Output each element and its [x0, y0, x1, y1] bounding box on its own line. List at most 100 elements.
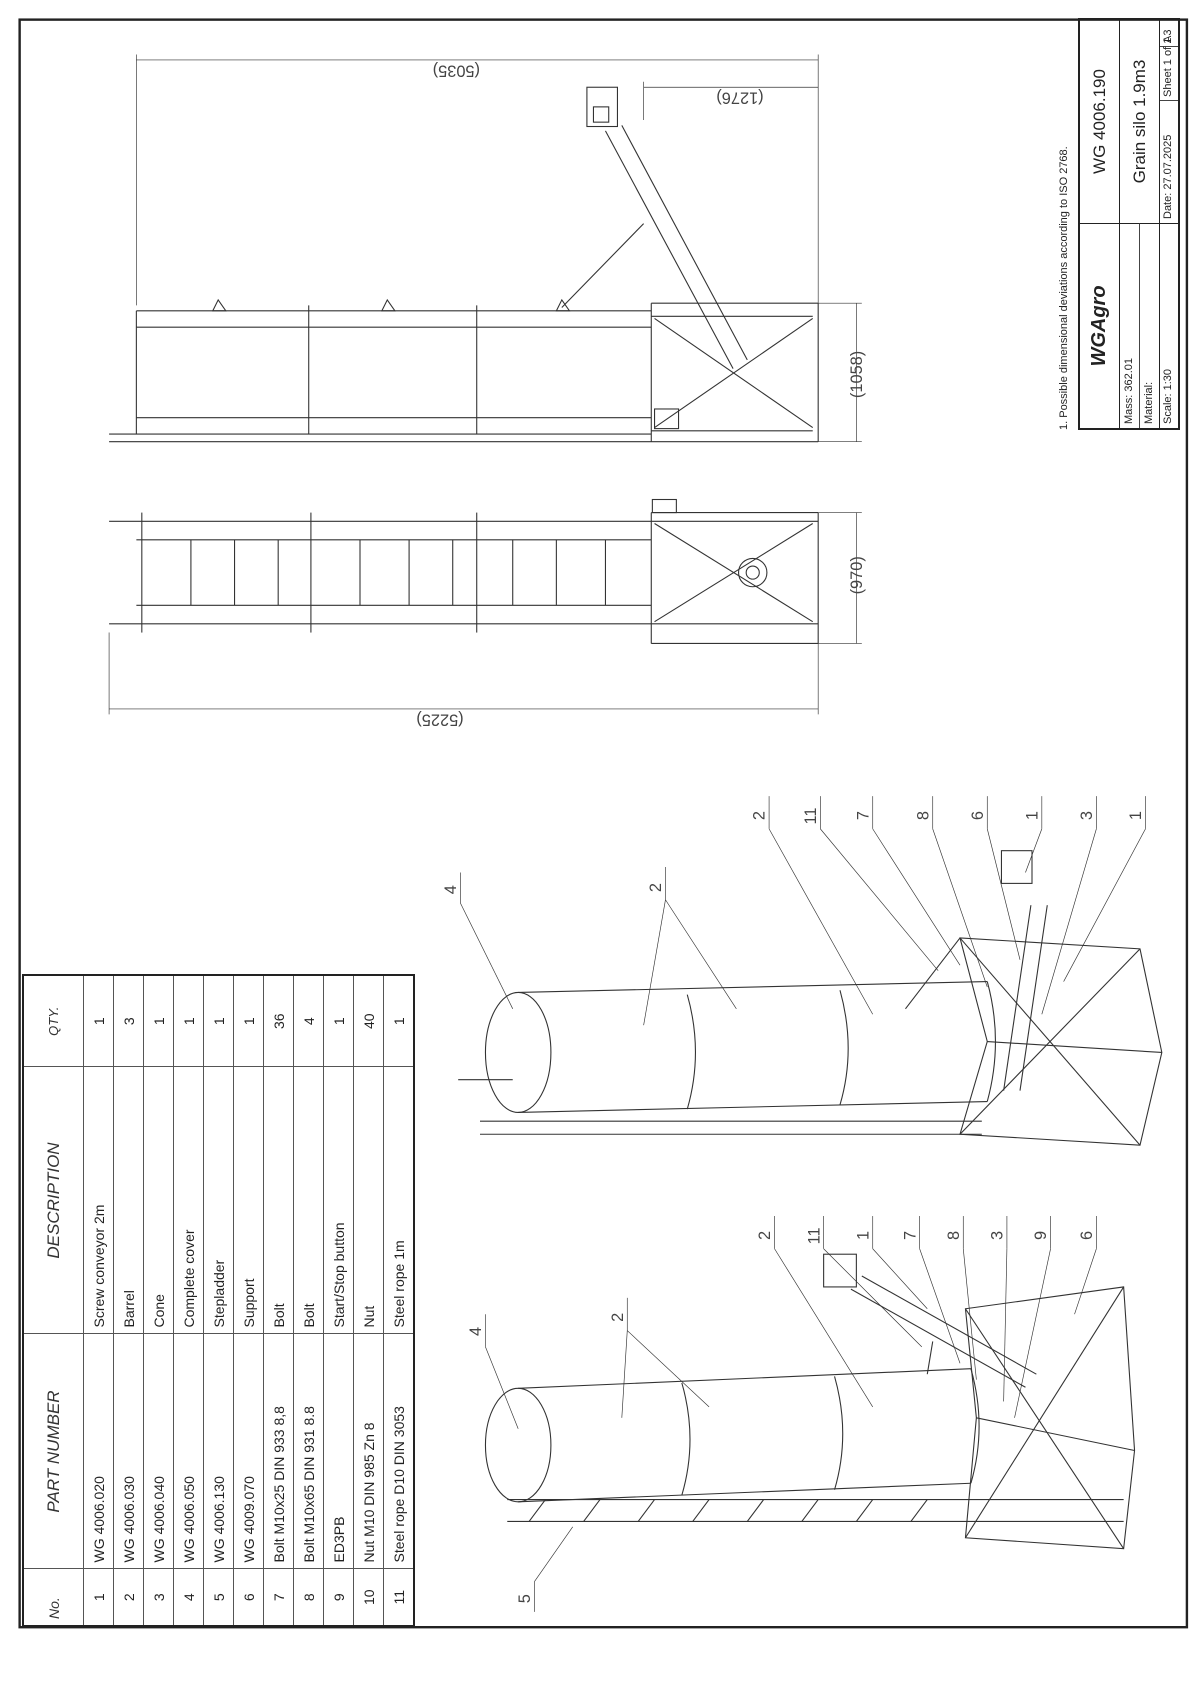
side-view-dimensions: (5035) (1276) (1058): [136, 54, 866, 443]
balloon: 7: [901, 1231, 919, 1240]
isometric-view-1-balloons: 4 2 2 11 7 8 6 1 3 1: [442, 796, 1146, 1026]
dimension-970: (970): [848, 556, 866, 594]
title-block: WGAgro WG 4006.190 Mass: 362.01 Material…: [1078, 18, 1180, 430]
bom-part-number: Bolt M10x25 DIN 933 8,8: [263, 1334, 294, 1569]
drawing-number: WG 4006.190: [1089, 69, 1109, 174]
bom-qty: 1: [83, 975, 114, 1067]
bom-no: 7: [263, 1569, 294, 1626]
balloon: 11: [805, 1227, 823, 1244]
bom-description: Bolt: [293, 1067, 324, 1334]
bom-qty: 40: [353, 975, 384, 1067]
balloon: 6: [969, 811, 987, 820]
bom-part-number: Steel rope D10 DIN 3053: [383, 1334, 414, 1569]
balloon: 8: [914, 811, 932, 820]
bom-part-number: WG 4006.130: [203, 1334, 234, 1569]
company-logo: WGAgro: [1088, 285, 1110, 367]
balloon: 4: [442, 885, 460, 894]
bom-no: 1: [83, 1569, 114, 1626]
bom-header-row: No. PART NUMBER DESCRIPTION QTY.: [23, 975, 84, 1626]
bom-qty: 1: [323, 975, 354, 1067]
balloon: 5: [516, 1594, 534, 1603]
balloon: 9: [1032, 1231, 1050, 1240]
dimension-1276: (1276): [716, 89, 763, 107]
bom-description: Bolt: [263, 1067, 294, 1334]
bom-qty: 1: [203, 975, 234, 1067]
balloon: 2: [609, 1313, 627, 1322]
bom-description: Barrel: [113, 1067, 144, 1334]
bom-qty: 1: [233, 975, 264, 1067]
bom-no: 3: [143, 1569, 174, 1626]
dimension-5035: (5035): [433, 61, 480, 79]
drawing-frame: [18, 18, 1189, 1629]
material: Material:: [1143, 381, 1155, 424]
balloon: 1: [1127, 811, 1145, 820]
bom-part-number: WG 4006.050: [173, 1334, 204, 1569]
balloon: 1: [854, 1231, 872, 1240]
isometric-view-1: [458, 850, 1163, 1146]
balloon: 8: [945, 1231, 963, 1240]
bom-qty: 1: [143, 975, 174, 1067]
bom-description: Nut: [353, 1067, 384, 1334]
date: Date: 27.07.2025: [1162, 134, 1174, 219]
balloon: 2: [756, 1231, 774, 1240]
header-no: No.: [23, 1569, 84, 1626]
bom-description: Screw conveyor 2m: [83, 1067, 114, 1334]
balloon: 11: [802, 808, 820, 825]
bom-part-number: Bolt M10x65 DIN 931 8.8: [293, 1334, 324, 1569]
side-view: [109, 86, 819, 443]
balloon: 6: [1078, 1231, 1096, 1240]
header-qty: QTY.: [23, 975, 84, 1067]
balloon: 7: [854, 811, 872, 820]
bom-description: Cone: [143, 1067, 174, 1334]
bom-description: Stepladder: [203, 1067, 234, 1334]
balloon: 3: [1078, 811, 1096, 820]
bom-qty: 1: [383, 975, 414, 1067]
tolerance-note: 1. Possible dimensional deviations accor…: [1058, 146, 1070, 430]
balloon: 4: [467, 1327, 485, 1336]
bom-qty: 1: [173, 975, 204, 1067]
bom-part-number: WG 4006.040: [143, 1334, 174, 1569]
bom-qty: 36: [263, 975, 294, 1067]
bom-part-number: WG 4009.070: [233, 1334, 264, 1569]
header-part-number: PART NUMBER: [23, 1334, 84, 1569]
balloon: 2: [751, 811, 769, 820]
bom-qty: 3: [113, 975, 144, 1067]
bom-no: 9: [323, 1569, 354, 1626]
dimension-1058: (1058): [848, 351, 866, 398]
drawing-title: Grain silo 1.9m3: [1129, 59, 1149, 184]
balloon: 1: [1023, 811, 1041, 820]
header-description: DESCRIPTION: [23, 1067, 84, 1334]
bom-no: 5: [203, 1569, 234, 1626]
bom-description: Steel rope 1m: [383, 1067, 414, 1334]
bom-description: Support: [233, 1067, 264, 1334]
scale: Scale: 1:30: [1162, 368, 1174, 424]
bom-part-number: WG 4006.030: [113, 1334, 144, 1569]
bom-no: 6: [233, 1569, 264, 1626]
front-view-dimensions: (5225) (970): [108, 512, 866, 728]
bom-no: 2: [113, 1569, 144, 1626]
bom-no: 10: [353, 1569, 384, 1626]
bom-part-number: Nut M10 DIN 985 Zn 8: [353, 1334, 384, 1569]
bom-description: Start/Stop button: [323, 1067, 354, 1334]
bom-description: Complete cover: [173, 1067, 204, 1334]
bom-part-number: ED3PB: [323, 1334, 354, 1569]
bom-no: 8: [293, 1569, 324, 1626]
dimension-5225: (5225): [416, 710, 463, 728]
balloon: 3: [989, 1231, 1007, 1240]
paper-format: A3: [1162, 29, 1174, 43]
bom-no: 4: [173, 1569, 204, 1626]
bom-no: 11: [383, 1569, 414, 1626]
